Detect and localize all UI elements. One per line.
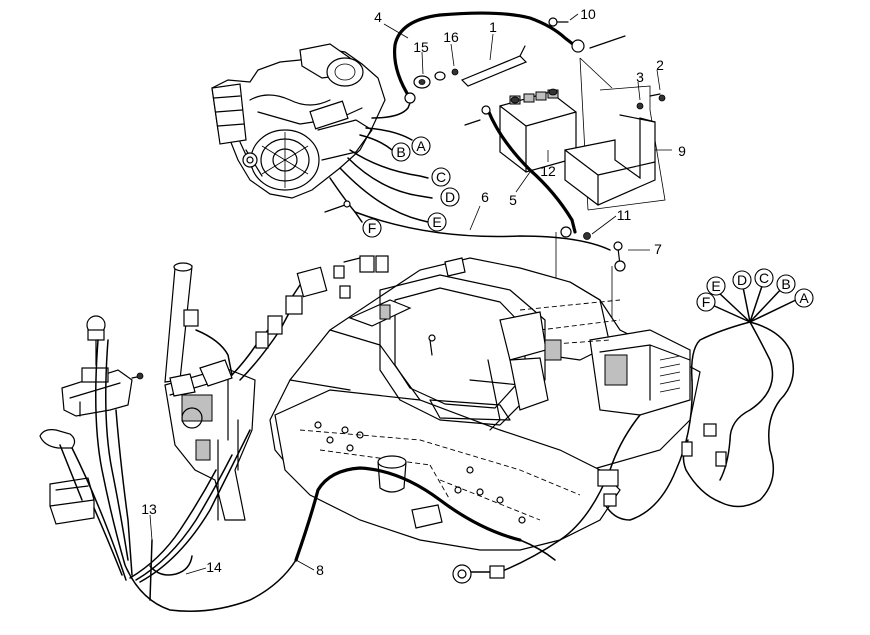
connector-c-engine-label: C	[436, 169, 446, 185]
vehicle-frame	[269, 257, 701, 551]
callout-9: 9	[678, 143, 686, 159]
connector-d-harness	[732, 270, 752, 290]
connector-e-harness-label: E	[711, 278, 720, 294]
part-callouts: 1 2 3 4 5 6 7 8 9 10 11 12 13 14 15 16	[141, 6, 686, 578]
battery-cable-5	[486, 108, 577, 234]
connector-c-engine	[431, 167, 451, 187]
ground-strap-1	[460, 55, 528, 87]
connector-d-harness-label: D	[737, 272, 747, 288]
engine-connectors: A B C D E F	[324, 136, 460, 238]
connector-f-harness-label: F	[702, 294, 711, 310]
connector-a-engine	[411, 136, 431, 156]
callout-10: 10	[580, 6, 596, 22]
connector-e-engine-label: E	[432, 214, 441, 230]
callout-13: 13	[141, 501, 157, 517]
connector-a-engine-label: A	[416, 138, 426, 154]
left-controls	[39, 262, 256, 525]
connector-f-harness	[696, 292, 716, 312]
connector-f-engine	[362, 218, 382, 238]
callout-15: 15	[413, 39, 429, 55]
battery-tray-9	[564, 117, 656, 206]
callout-11: 11	[617, 207, 632, 223]
connector-a-harness-label: A	[799, 290, 809, 306]
callout-8: 8	[316, 562, 324, 578]
connector-b-harness	[776, 274, 796, 294]
connector-b-engine-label: B	[396, 144, 405, 160]
connector-e-harness	[706, 276, 726, 296]
left-harness	[59, 255, 556, 612]
callout-16: 16	[443, 29, 459, 45]
callout-7: 7	[654, 241, 662, 257]
callout-leaders	[149, 13, 672, 575]
harness-8	[294, 466, 522, 562]
connector-e-engine	[427, 212, 447, 232]
connector-c-harness	[754, 268, 774, 288]
connector-b-engine	[391, 142, 411, 162]
connector-a-harness	[794, 288, 814, 308]
callout-6: 6	[481, 189, 489, 205]
connector-c-harness-label: C	[759, 270, 769, 286]
connector-d-engine	[440, 187, 460, 207]
harness-connectors: A B C D E F	[696, 268, 814, 312]
engine-wires	[329, 97, 611, 251]
harness-14	[149, 555, 193, 576]
connector-d-engine-label: D	[445, 189, 455, 205]
callout-5: 5	[509, 192, 517, 208]
callout-3: 3	[636, 69, 644, 85]
engine-assembly	[211, 43, 386, 199]
battery-cable-4	[392, 11, 580, 100]
callout-1: 1	[489, 19, 497, 35]
connector-f-engine-label: F	[368, 220, 377, 236]
right-harness	[452, 279, 801, 584]
callout-12: 12	[540, 163, 556, 179]
connector-b-harness-label: B	[781, 276, 790, 292]
callout-14: 14	[206, 559, 222, 575]
callout-4: 4	[374, 9, 382, 25]
callout-2: 2	[656, 57, 664, 73]
